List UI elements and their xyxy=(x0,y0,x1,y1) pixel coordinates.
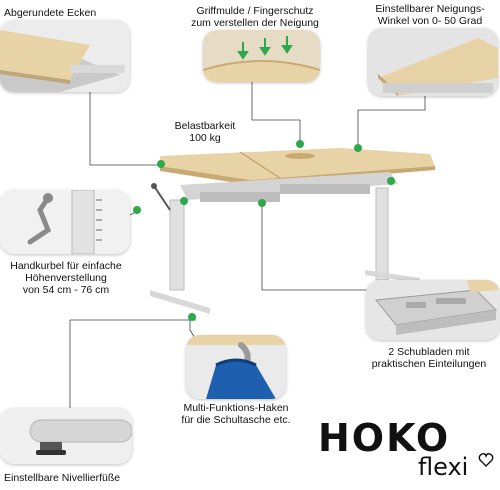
inset-rounded-corners xyxy=(0,20,130,92)
label-hook-line2: für die Schultasche etc. xyxy=(181,414,291,426)
inset-crank xyxy=(0,190,130,254)
brand-sub: flexi xyxy=(418,453,469,481)
grip-illustration xyxy=(203,30,320,82)
tilt-illustration xyxy=(368,28,498,96)
marker-dot-tilt xyxy=(354,144,362,152)
label-drawers: 2 Schubladen mit praktischen Einteilunge… xyxy=(358,346,500,370)
marker-dot-load xyxy=(296,140,304,148)
label-crank-line2: Höhenverstellung xyxy=(25,272,107,284)
label-grip-line1: Griffmulde / Fingerschutz xyxy=(196,5,314,17)
label-crank: Handkurbel für einfache Höhenverstellung… xyxy=(0,260,132,296)
marker-dot-crank xyxy=(133,206,141,214)
marker-dot-drawer1 xyxy=(258,199,266,207)
label-load-line2: 100 kg xyxy=(189,132,221,144)
brand-logo: HOKO flexi xyxy=(318,418,498,488)
label-feet: Einstellbare Nivellierfüße xyxy=(4,472,121,484)
label-hook: Multi-Funktions-Haken für die Schultasch… xyxy=(176,402,296,426)
label-rounded-corners: Abgerundete Ecken xyxy=(4,7,97,19)
desk-corner-illustration xyxy=(0,20,130,92)
marker-dot-hook xyxy=(180,197,188,205)
marker-dot-feet xyxy=(188,313,196,321)
label-tilt-line1: Einstellbarer Neigungs- xyxy=(375,3,485,15)
marker-dot-corner xyxy=(157,160,165,168)
inset-hook xyxy=(186,335,286,399)
crank-illustration xyxy=(0,190,130,254)
label-tilt-line2: Winkel von 0- 50 Grad xyxy=(377,15,483,27)
inset-feet xyxy=(0,408,132,464)
inset-drawers xyxy=(366,280,500,340)
label-grip-line2: zum verstellen der Neigung xyxy=(191,17,319,29)
brand-name: HOKO xyxy=(318,416,451,460)
desk-illustration xyxy=(150,148,435,314)
label-load-line1: Belastbarkeit xyxy=(174,120,236,132)
label-load: Belastbarkeit 100 kg xyxy=(170,120,240,144)
marker-dot-drawer2 xyxy=(387,177,395,185)
drawers-illustration xyxy=(366,280,500,340)
hook-illustration xyxy=(186,335,286,399)
label-drawers-line1: 2 Schubladen mit xyxy=(388,346,470,358)
label-crank-line1: Handkurbel für einfache xyxy=(10,260,122,272)
label-drawers-line2: praktischen Einteilungen xyxy=(371,358,487,370)
feet-illustration xyxy=(0,408,132,464)
label-crank-line3: von 54 cm - 76 cm xyxy=(22,284,110,296)
label-hook-line1: Multi-Funktions-Haken xyxy=(183,402,289,414)
label-tilt: Einstellbarer Neigungs- Winkel von 0- 50… xyxy=(360,3,500,27)
heart-icon xyxy=(478,453,494,467)
inset-tilt xyxy=(368,28,498,96)
label-grip: Griffmulde / Fingerschutz zum verstellen… xyxy=(180,5,330,29)
inset-grip xyxy=(203,30,320,82)
